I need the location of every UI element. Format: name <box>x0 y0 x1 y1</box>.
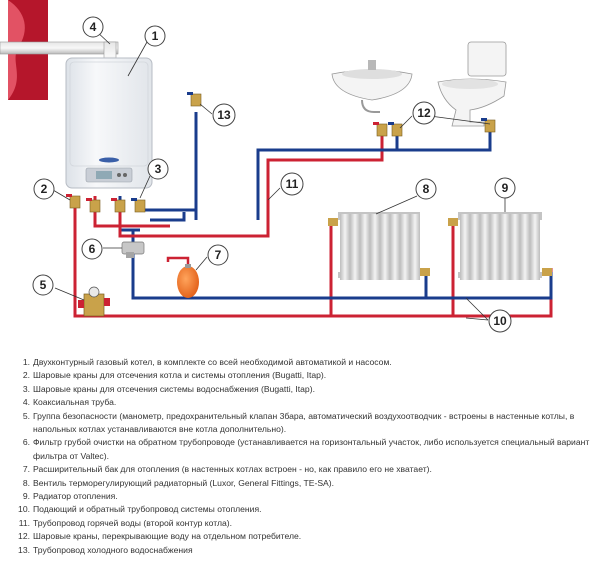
callout-13: 13 <box>212 103 236 127</box>
callouts: 1 2 3 4 5 6 7 8 <box>32 16 516 333</box>
legend-item: 1.Двухконтурный газовый котел, в комплек… <box>0 356 600 369</box>
callout-5: 5 <box>32 274 54 296</box>
callout-4: 4 <box>82 16 104 38</box>
legend-item: 3.Шаровые краны для отсечения системы во… <box>0 383 600 396</box>
legend-text: Коаксиальная труба. <box>33 397 117 408</box>
svg-text:12: 12 <box>417 106 431 120</box>
legend-number: 10. <box>18 504 30 515</box>
legend-item: 10.Подающий и обратный трубопровод систе… <box>0 503 600 516</box>
svg-text:11: 11 <box>286 177 299 191</box>
toilet <box>437 41 507 127</box>
legend-number: 6. <box>22 437 30 448</box>
legend-item: 2.Шаровые краны для отсечения котла и си… <box>0 369 600 382</box>
legend-item: 4.Коаксиальная труба. <box>0 396 600 409</box>
legend-text: Шаровые краны для отсечения котла и сист… <box>33 370 327 381</box>
callout-2: 2 <box>33 178 55 200</box>
callout-6: 6 <box>81 238 103 260</box>
legend-number: 4. <box>22 397 30 408</box>
legend-text: Шаровые краны для отсечения системы водо… <box>33 383 315 394</box>
legend-text: Двухконтурный газовый котел, в комплекте… <box>33 357 392 367</box>
radiator <box>328 212 430 280</box>
legend-number: 3. <box>22 383 30 394</box>
legend-number: 7. <box>22 464 30 475</box>
legend-number: 8. <box>22 477 30 488</box>
legend-text: Вентиль терморегулирующий радиаторный (L… <box>33 477 335 488</box>
callout-11: 11 <box>280 172 304 196</box>
callout-8: 8 <box>415 178 437 200</box>
heating-scheme-diagram: 1 2 3 4 5 6 7 8 <box>0 0 553 333</box>
svg-text:10: 10 <box>493 314 507 328</box>
legend-text: Группа безопасности (манометр, предохран… <box>33 410 575 435</box>
svg-text:4: 4 <box>90 20 97 34</box>
hot-water-pipe <box>118 136 384 238</box>
svg-text:9: 9 <box>502 181 509 195</box>
expansion-tank <box>177 264 199 298</box>
legend-text: Расширительный бак для отопления (в наст… <box>33 464 432 475</box>
legend-item: 11.Трубопровод горячей воды (второй конт… <box>0 517 600 530</box>
legend-number: 13. <box>18 544 30 555</box>
legend-number: 1. <box>22 357 30 367</box>
legend-text: Шаровые краны, перекрывающие воду на отд… <box>33 531 302 542</box>
callout-9: 9 <box>494 177 516 199</box>
svg-text:5: 5 <box>40 278 47 292</box>
callout-leaders <box>52 29 506 321</box>
svg-text:13: 13 <box>217 108 231 122</box>
callout-10: 10 <box>488 309 512 333</box>
legend-number: 11. <box>18 517 30 528</box>
svg-text:6: 6 <box>89 242 96 256</box>
legend-text: Фильтр грубой очистки на обратном трубоп… <box>33 437 590 461</box>
callout-7: 7 <box>207 244 229 266</box>
legend-text: Радиатор отопления. <box>33 491 118 502</box>
legend-number: 9. <box>22 491 30 502</box>
legend-number: 2. <box>22 370 30 381</box>
expansion-tank-line <box>166 256 190 268</box>
svg-text:7: 7 <box>215 248 222 262</box>
washbasin <box>331 60 413 113</box>
ball-valves <box>66 92 496 213</box>
svg-text:3: 3 <box>155 162 162 176</box>
callout-3: 3 <box>147 158 169 180</box>
svg-text:1: 1 <box>152 29 159 43</box>
legend-item: 8.Вентиль терморегулирующий радиаторный … <box>0 477 600 490</box>
legend-list: 1.Двухконтурный газовый котел, в комплек… <box>0 356 600 557</box>
safety-group <box>78 286 110 317</box>
svg-text:8: 8 <box>423 182 430 196</box>
callout-12: 12 <box>412 101 436 125</box>
filter <box>121 241 145 258</box>
legend-item: 12.Шаровые краны, перекрывающие воду на … <box>0 530 600 543</box>
legend-text: Трубопровод горячей воды (второй контур … <box>33 517 232 528</box>
legend-item: 7.Расширительный бак для отопления (в на… <box>0 463 600 476</box>
boiler <box>65 57 153 189</box>
legend-item: 5.Группа безопасности (манометр, предохр… <box>0 410 600 437</box>
cold-water-pipe <box>138 112 492 222</box>
legend-number: 12. <box>18 531 30 542</box>
legend-text: Подающий и обратный трубопровод системы … <box>33 504 262 515</box>
legend-item: 9.Радиатор отопления. <box>0 490 600 503</box>
legend-item: 6.Фильтр грубой очистки на обратном труб… <box>0 436 600 463</box>
svg-text:2: 2 <box>41 182 48 196</box>
legend-item: 13.Трубопровод холодного водоснабжения <box>0 544 600 557</box>
radiator <box>448 212 552 280</box>
callout-1: 1 <box>144 25 166 47</box>
legend-text: Трубопровод холодного водоснабжения <box>33 544 193 555</box>
legend-number: 5. <box>22 410 30 421</box>
